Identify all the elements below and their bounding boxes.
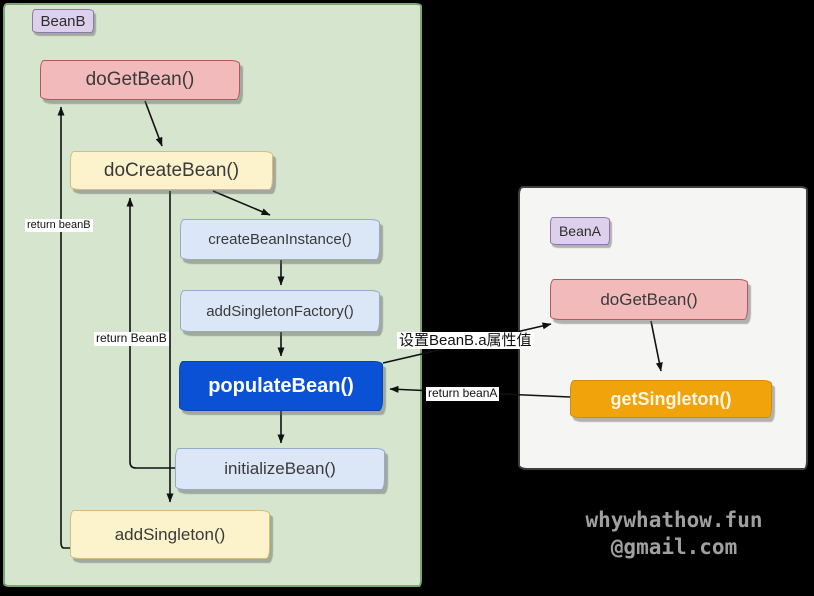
beana-container-label: BeanA <box>550 217 610 245</box>
edge-label-set-property: 设置BeanB.a属性值 <box>397 332 534 350</box>
beanb-container-label: BeanB <box>32 9 94 33</box>
node-beanb-dogetbean: doGetBean() <box>40 60 240 100</box>
watermark-line1: whywhathow.fun <box>585 508 763 532</box>
node-initializebean: initializeBean() <box>175 448 385 490</box>
node-docreatebean: doCreateBean() <box>70 151 273 190</box>
edge-label-return-beanb-upper: return BeanB <box>94 331 169 346</box>
node-addsingletonfactory: addSingletonFactory() <box>180 290 380 332</box>
edge-label-return-beanb-lower: return beanB <box>25 219 93 232</box>
node-getsingleton: getSingleton() <box>570 380 772 418</box>
edge-label-return-beana: return beanA <box>426 386 500 401</box>
node-addsingleton: addSingleton() <box>70 510 270 559</box>
watermark: whywhathow.fun @gmail.com <box>585 507 763 561</box>
node-createbeaninstance: createBeanInstance() <box>180 219 380 260</box>
node-beana-dogetbean: doGetBean() <box>550 279 748 320</box>
node-populatebean: populateBean() <box>179 361 383 411</box>
watermark-line2: @gmail.com <box>610 535 738 559</box>
